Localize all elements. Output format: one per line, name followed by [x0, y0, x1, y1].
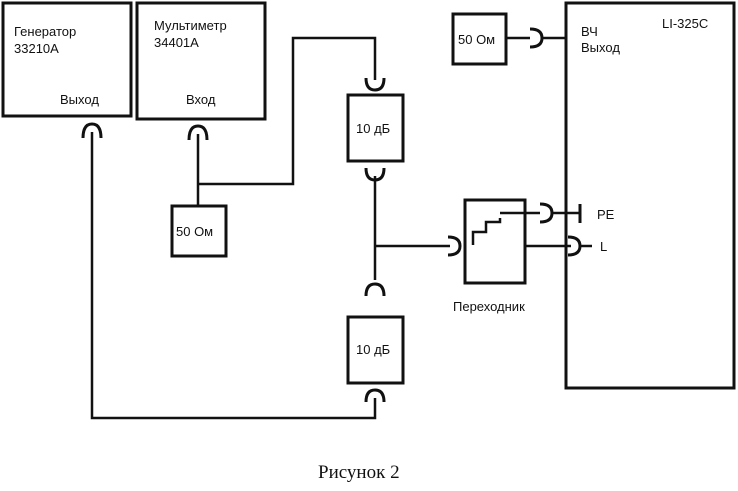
attenuator-top-out-connector [364, 167, 386, 182]
generator-model: 33210А [14, 41, 59, 56]
device-pe-label: PE [597, 207, 615, 222]
attenuator-top-label: 10 дБ [356, 121, 390, 136]
attenuator-top: 10 дБ [346, 93, 405, 163]
device-li325c: LI-325C ВЧ Выход PE L [564, 1, 736, 390]
generator-block: Генератор 33210А Выход [1, 1, 133, 118]
adapter-input-connector [447, 235, 462, 257]
load-50-ohm-top: 50 Ом [451, 12, 508, 66]
load-left-label: 50 Ом [176, 224, 213, 239]
device-rf-label-line2: Выход [581, 40, 620, 55]
connectors [81, 27, 592, 403]
adapter-label: Переходник [453, 299, 525, 314]
rf-output-connector [529, 27, 544, 49]
wires [90, 36, 571, 420]
attenuator-bottom-in-connector [364, 282, 386, 297]
attenuator-bottom-out-connector [364, 388, 386, 403]
attenuator-bottom: 10 дБ [346, 315, 405, 385]
multimeter-input-label: Вход [186, 92, 216, 107]
wire-load-to-attenuator-top [198, 36, 377, 186]
multimeter-name: Мультиметр [154, 18, 227, 33]
multimeter-model: 34401А [154, 35, 199, 50]
load-top-label: 50 Ом [458, 32, 495, 47]
generator-output-label: Выход [60, 92, 99, 107]
attenuator-top-in-connector [364, 77, 386, 92]
multimeter-input-connector [187, 124, 209, 141]
generator-output-connector [81, 122, 103, 139]
load-50-ohm-left: 50 Ом [170, 204, 228, 258]
figure-caption: Рисунок 2 [318, 462, 400, 483]
generator-name: Генератор [14, 24, 76, 39]
multimeter-block: Мультиметр 34401А Вход [135, 1, 267, 121]
adapter-pe-connector [539, 202, 554, 224]
device-model: LI-325C [662, 16, 708, 31]
device-l-label: L [600, 239, 607, 254]
wire-generator-to-attenuator-bottom [90, 132, 377, 420]
adapter-block: Переходник [453, 198, 527, 314]
device-rf-label-line1: ВЧ [581, 24, 598, 39]
attenuator-bottom-label: 10 дБ [356, 342, 390, 357]
